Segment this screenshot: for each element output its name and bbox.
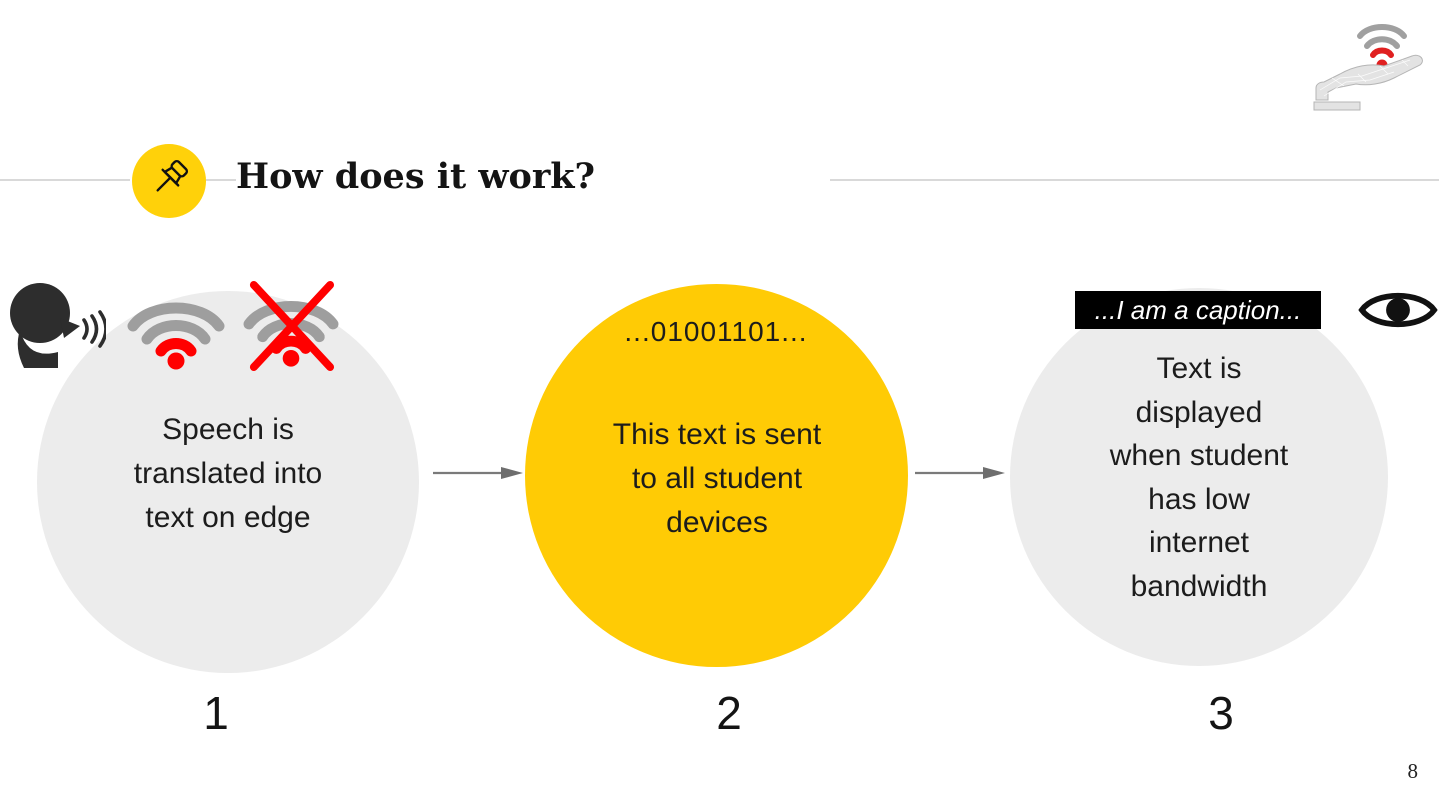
- step2-text-line: devices: [666, 506, 768, 539]
- step3-circle: [1010, 288, 1388, 666]
- header-rule-stub: [206, 179, 236, 181]
- step3-text: Text is displayed when student has low i…: [1039, 347, 1359, 608]
- arrow-step2-to-step3: [915, 465, 1005, 481]
- hand-holding-wifi-logo: [1310, 16, 1430, 116]
- step2-binary-text: ...01001101...: [624, 316, 808, 347]
- step2-text-line: to all student: [631, 462, 803, 495]
- caption-banner: ...I am a caption...: [1075, 291, 1321, 329]
- step3-text-line: bandwidth: [1130, 569, 1268, 603]
- step1-circle: [37, 291, 419, 673]
- step2-text: This text is sent to all student devices: [546, 413, 888, 545]
- step1-text-line: Speech is: [162, 413, 294, 446]
- eye-icon: [1358, 286, 1438, 334]
- step2-number: 2: [716, 687, 742, 739]
- step3-number: 3: [1208, 687, 1234, 739]
- page-number: 8: [1407, 759, 1419, 783]
- step1-text-line: translated into: [133, 457, 323, 490]
- step3-text-line: internet: [1148, 526, 1250, 559]
- step1-number: 1: [203, 687, 229, 739]
- step3-text-line: displayed: [1135, 395, 1263, 429]
- step3-text-line: Text is: [1156, 352, 1242, 385]
- step3-text-line: when student: [1109, 439, 1289, 472]
- step1-text-line: text on edge: [145, 501, 311, 534]
- wifi-signal-icon: [120, 286, 232, 370]
- page-title: How does it work?: [236, 156, 596, 197]
- header-badge: [132, 144, 206, 218]
- step2-text-line: This text is sent: [612, 418, 822, 451]
- speaking-head-icon: [2, 280, 106, 370]
- header-rule-right: [830, 179, 1439, 181]
- step3-text-line: has low: [1148, 482, 1250, 516]
- header-rule-left: [0, 179, 130, 181]
- step2-circle: [525, 284, 908, 667]
- step1-text: Speech is translated into text on edge: [58, 408, 398, 540]
- wifi-signal-crossed-icon: [238, 281, 344, 371]
- pushpin-icon: [145, 157, 193, 205]
- arrow-step1-to-step2: [433, 465, 523, 481]
